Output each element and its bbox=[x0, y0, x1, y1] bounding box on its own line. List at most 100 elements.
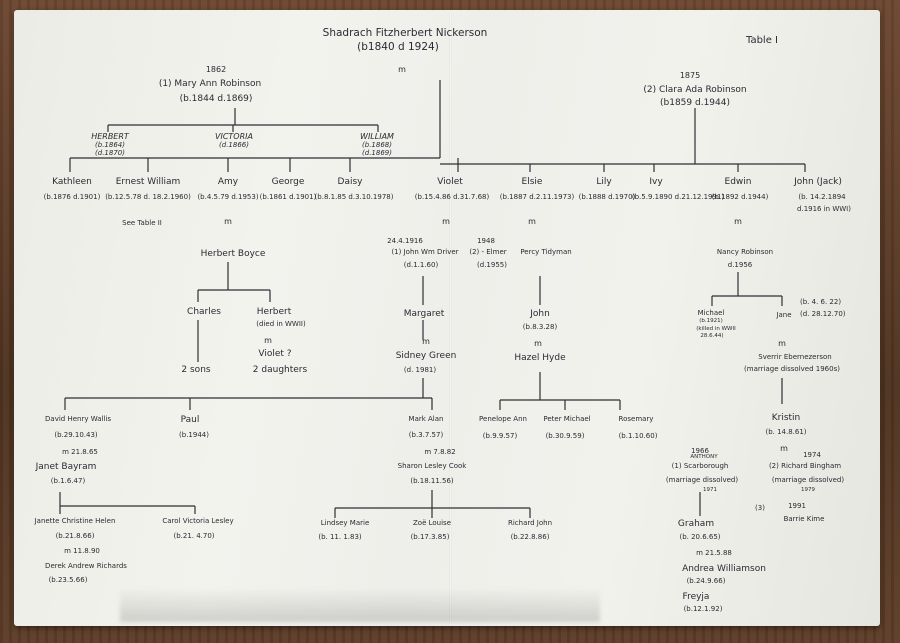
violet-marriage-mark: m bbox=[442, 217, 450, 226]
mark-dates: (b.3.7.57) bbox=[408, 431, 444, 439]
first-wife-name: (1) Mary Ann Robinson bbox=[158, 79, 262, 89]
ggc-penelope: Penelope Ann bbox=[479, 415, 527, 423]
child-kathleen: Kathleen bbox=[52, 177, 92, 187]
violet-h2-name: (2) - Elmer bbox=[469, 248, 507, 256]
david-dates: (b.29.10.43) bbox=[54, 431, 98, 439]
jane-spouse-note: (marriage dissolved 1960s) bbox=[744, 365, 840, 373]
ggc-rosemary: Rosemary bbox=[618, 415, 654, 423]
child-john-dates: (b. 14.2.1894 bbox=[798, 193, 846, 201]
grandchild-michael: Michael bbox=[697, 309, 725, 317]
child-elsie: Elsie bbox=[521, 177, 543, 187]
ggggc-freyja: Freyja bbox=[682, 592, 710, 602]
grandchild-john: John bbox=[530, 309, 550, 319]
john-marriage-mark: m bbox=[534, 339, 542, 348]
ggc-kristin: Kristin bbox=[771, 413, 801, 423]
herbert-note: (died in WWII) bbox=[256, 320, 306, 328]
kristin-h1-name: (1) Scarborough bbox=[671, 462, 729, 470]
edwin-spouse-dates: d.1956 bbox=[727, 261, 753, 269]
kristin-h3-name: Barrie Kime bbox=[783, 515, 825, 523]
kristin-h1-end: 1971 bbox=[703, 487, 717, 493]
child-john-death: d.1916 in WWI) bbox=[797, 205, 851, 213]
ggc-peter: Peter Michael bbox=[543, 415, 591, 423]
janette-marriage: m 11.8.90 bbox=[64, 547, 100, 555]
margaret-spouse-dates: (d. 1981) bbox=[403, 366, 437, 374]
kristin-h1-first-name: ANTHONY bbox=[690, 454, 718, 460]
ggc-paul: Paul bbox=[180, 415, 200, 425]
jane-dates: (b. 4. 6. 22) bbox=[800, 298, 842, 306]
ernest-table-ref: See Table II bbox=[122, 219, 162, 227]
david-spouse-dates: (b.1.6.47) bbox=[50, 477, 86, 485]
kristin-h3-number: (3) bbox=[755, 504, 765, 512]
infant-victoria: VICTORIA bbox=[215, 132, 253, 141]
michael-dates: (b.1921) bbox=[699, 318, 723, 324]
kristin-dates: (b. 14.8.61) bbox=[765, 428, 807, 436]
child-daisy: Daisy bbox=[337, 177, 363, 187]
child-amy-dates: (b.4.5.79 d.1953) bbox=[197, 193, 259, 201]
gggc-graham: Graham bbox=[677, 519, 715, 529]
infant-herbert-died: (d.1870) bbox=[95, 149, 125, 157]
david-spouse: Janet Bayram bbox=[35, 462, 97, 472]
child-elsie-dates: (b.1887 d.2.11.1973) bbox=[499, 193, 575, 201]
lindsey-dates: (b. 11. 1.83) bbox=[318, 533, 362, 541]
graham-marriage: m 21.5.88 bbox=[696, 549, 732, 557]
grandchild-jane: Jane bbox=[776, 311, 792, 319]
child-lily: Lily bbox=[596, 177, 612, 187]
child-kathleen-dates: (b.1876 d.1901) bbox=[43, 193, 101, 201]
carol-dates: (b.21. 4.70) bbox=[173, 532, 215, 540]
marriage-mark: m bbox=[398, 65, 406, 74]
amy-spouse: Herbert Boyce bbox=[200, 249, 266, 259]
janette-spouse-dates: (b.23.5.66) bbox=[48, 576, 88, 584]
child-lily-dates: (b.1888 d.1970) bbox=[578, 193, 636, 201]
ggc-david: David Henry Wallis bbox=[45, 415, 111, 423]
violet-h1-dates: (d.1.1.60) bbox=[403, 261, 439, 269]
kristin-marriage-mark: m bbox=[780, 444, 788, 453]
amy-marriage-mark: m bbox=[224, 217, 232, 226]
edwin-spouse: Nancy Robinson bbox=[716, 248, 774, 256]
edwin-marriage-mark: m bbox=[734, 217, 742, 226]
gggc-carol: Carol Victoria Lesley bbox=[162, 517, 234, 525]
violet-h2-dates: (d.1955) bbox=[477, 261, 507, 269]
table-label: Table I bbox=[746, 35, 778, 46]
gggc-janette: Janette Christine Helen bbox=[34, 517, 116, 525]
child-ivy: Ivy bbox=[649, 177, 663, 187]
first-wife-dates: (b.1844 d.1869) bbox=[179, 94, 253, 104]
jane-spouse: Sverrir Ebernezerson bbox=[758, 353, 832, 361]
paper-fold-crease bbox=[449, 12, 452, 624]
infant-herbert: HERBERT bbox=[91, 132, 129, 141]
child-edwin-dates: (b.1892 d.1944) bbox=[711, 193, 769, 201]
herbert-children: 2 daughters bbox=[252, 365, 308, 375]
jane-death: (d. 28.12.70) bbox=[800, 310, 846, 318]
paul-dates: (b.1944) bbox=[179, 431, 209, 439]
grandchild-margaret: Margaret bbox=[403, 309, 445, 319]
child-john-jack: John (Jack) bbox=[794, 177, 842, 187]
child-daisy-dates: (b.8.1.85 d.3.10.1978) bbox=[314, 193, 394, 201]
patriarch-name: Shadrach Fitzherbert Nickerson bbox=[322, 27, 488, 39]
ggc-mark: Mark Alan bbox=[408, 415, 444, 423]
kristin-h2-end: 1979 bbox=[801, 487, 815, 493]
margaret-marriage-mark: m bbox=[422, 337, 430, 346]
child-amy: Amy bbox=[217, 177, 239, 187]
patriarch-dates: (b1840 d 1924) bbox=[357, 41, 439, 53]
family-tree-sheet bbox=[14, 10, 880, 626]
violet-h1-name: (1) John Wm Driver bbox=[391, 248, 459, 256]
graham-dates: (b. 20.6.65) bbox=[679, 533, 721, 541]
janette-dates: (b.21.8.66) bbox=[55, 532, 95, 540]
violet-h1-date: 24.4.1916 bbox=[387, 237, 423, 245]
kristin-h1-note: (marriage dissolved) bbox=[665, 476, 739, 484]
mark-spouse-dates: (b.18.11.56) bbox=[410, 477, 454, 485]
david-marriage: m 21.8.65 bbox=[62, 448, 98, 456]
herbert-marriage-mark: m bbox=[264, 336, 272, 345]
ggc-penelope-dates: (b.9.9.57) bbox=[482, 432, 518, 440]
kristin-h1-year: 1966 bbox=[691, 447, 709, 455]
child-ivy-dates: (b.5.9.1890 d.21.12.1991) bbox=[631, 193, 725, 201]
zoe-dates: (b.17.3.85) bbox=[410, 533, 450, 541]
herbert-spouse: Violet ? bbox=[258, 349, 292, 359]
graham-spouse: Andrea Williamson bbox=[682, 564, 766, 574]
infant-william-born: (b.1868) bbox=[362, 141, 392, 149]
child-george: George bbox=[271, 177, 305, 187]
janette-spouse: Derek Andrew Richards bbox=[45, 562, 127, 570]
kristin-h2-year: 1974 bbox=[803, 451, 821, 459]
jane-marriage-mark: m bbox=[778, 339, 786, 348]
michael-note-date: 28.6.44) bbox=[700, 333, 724, 339]
